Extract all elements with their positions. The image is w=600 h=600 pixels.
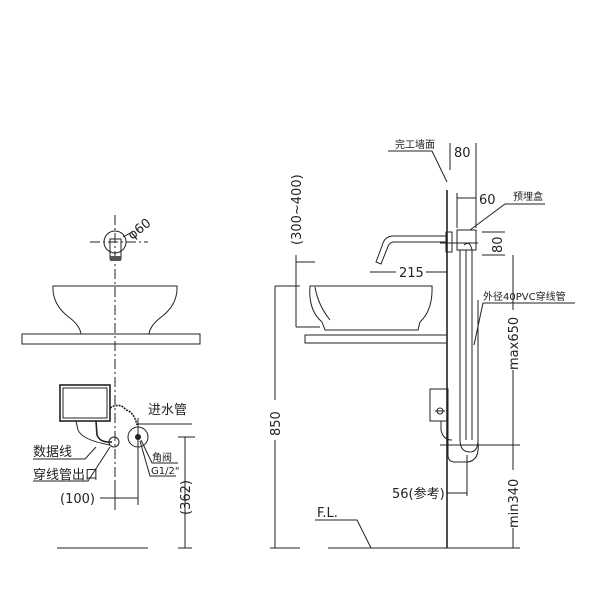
- side-view: 80 完工墙面 60 预埋盒 80 215 外径40PVC穿线管: [269, 138, 575, 549]
- conduit: [95, 420, 113, 443]
- dim-300-400: (300~400): [290, 174, 305, 245]
- conduit-outlet: [108, 436, 120, 448]
- control-box-side: [429, 388, 449, 422]
- inlet-label: 进水管: [148, 403, 187, 418]
- dim-80-top: 80: [454, 146, 471, 161]
- dim-80-right: 80: [491, 236, 506, 253]
- dim-60: 60: [479, 193, 496, 208]
- control-box: [59, 384, 111, 422]
- pvc-conduit: [459, 250, 479, 453]
- dim-56: 56(参考): [392, 486, 445, 502]
- height-dim: (362): [179, 480, 194, 515]
- floor-label: F.L.: [317, 506, 338, 521]
- countertop-front: [21, 333, 201, 345]
- conduit-outlet-label: 穿线管出口: [33, 467, 98, 483]
- data-cable: [75, 420, 111, 446]
- dim-min340: min340: [507, 479, 522, 528]
- diameter-label: φ60: [125, 216, 154, 243]
- faucet-flange: [103, 230, 127, 254]
- dim-max650: max650: [507, 317, 522, 370]
- data-cable-label: 数据线: [33, 445, 72, 460]
- conduit-label: 外径40PVC穿线管: [483, 290, 566, 303]
- basin-side: [309, 285, 433, 331]
- front-view: φ60 进水管 数据线 穿线管出口 角阀 G1/2" (100) (362): [21, 215, 201, 549]
- offset-dim: (100): [60, 492, 95, 507]
- embedded-box: [456, 229, 477, 251]
- dim-215: 215: [399, 266, 424, 281]
- inlet-hose: [109, 404, 138, 426]
- conduit-bend: [447, 420, 479, 463]
- dim-850: 850: [269, 411, 284, 436]
- finished-wall-label: 完工墙面: [395, 138, 435, 151]
- embedded-box-label: 预埋盒: [513, 190, 543, 203]
- faucet-spout-side: [375, 235, 446, 265]
- aerator: [110, 256, 121, 261]
- angle-valve-label: 角阀: [152, 451, 172, 464]
- countertop-side: [304, 334, 448, 344]
- thread-label: G1/2": [151, 466, 179, 477]
